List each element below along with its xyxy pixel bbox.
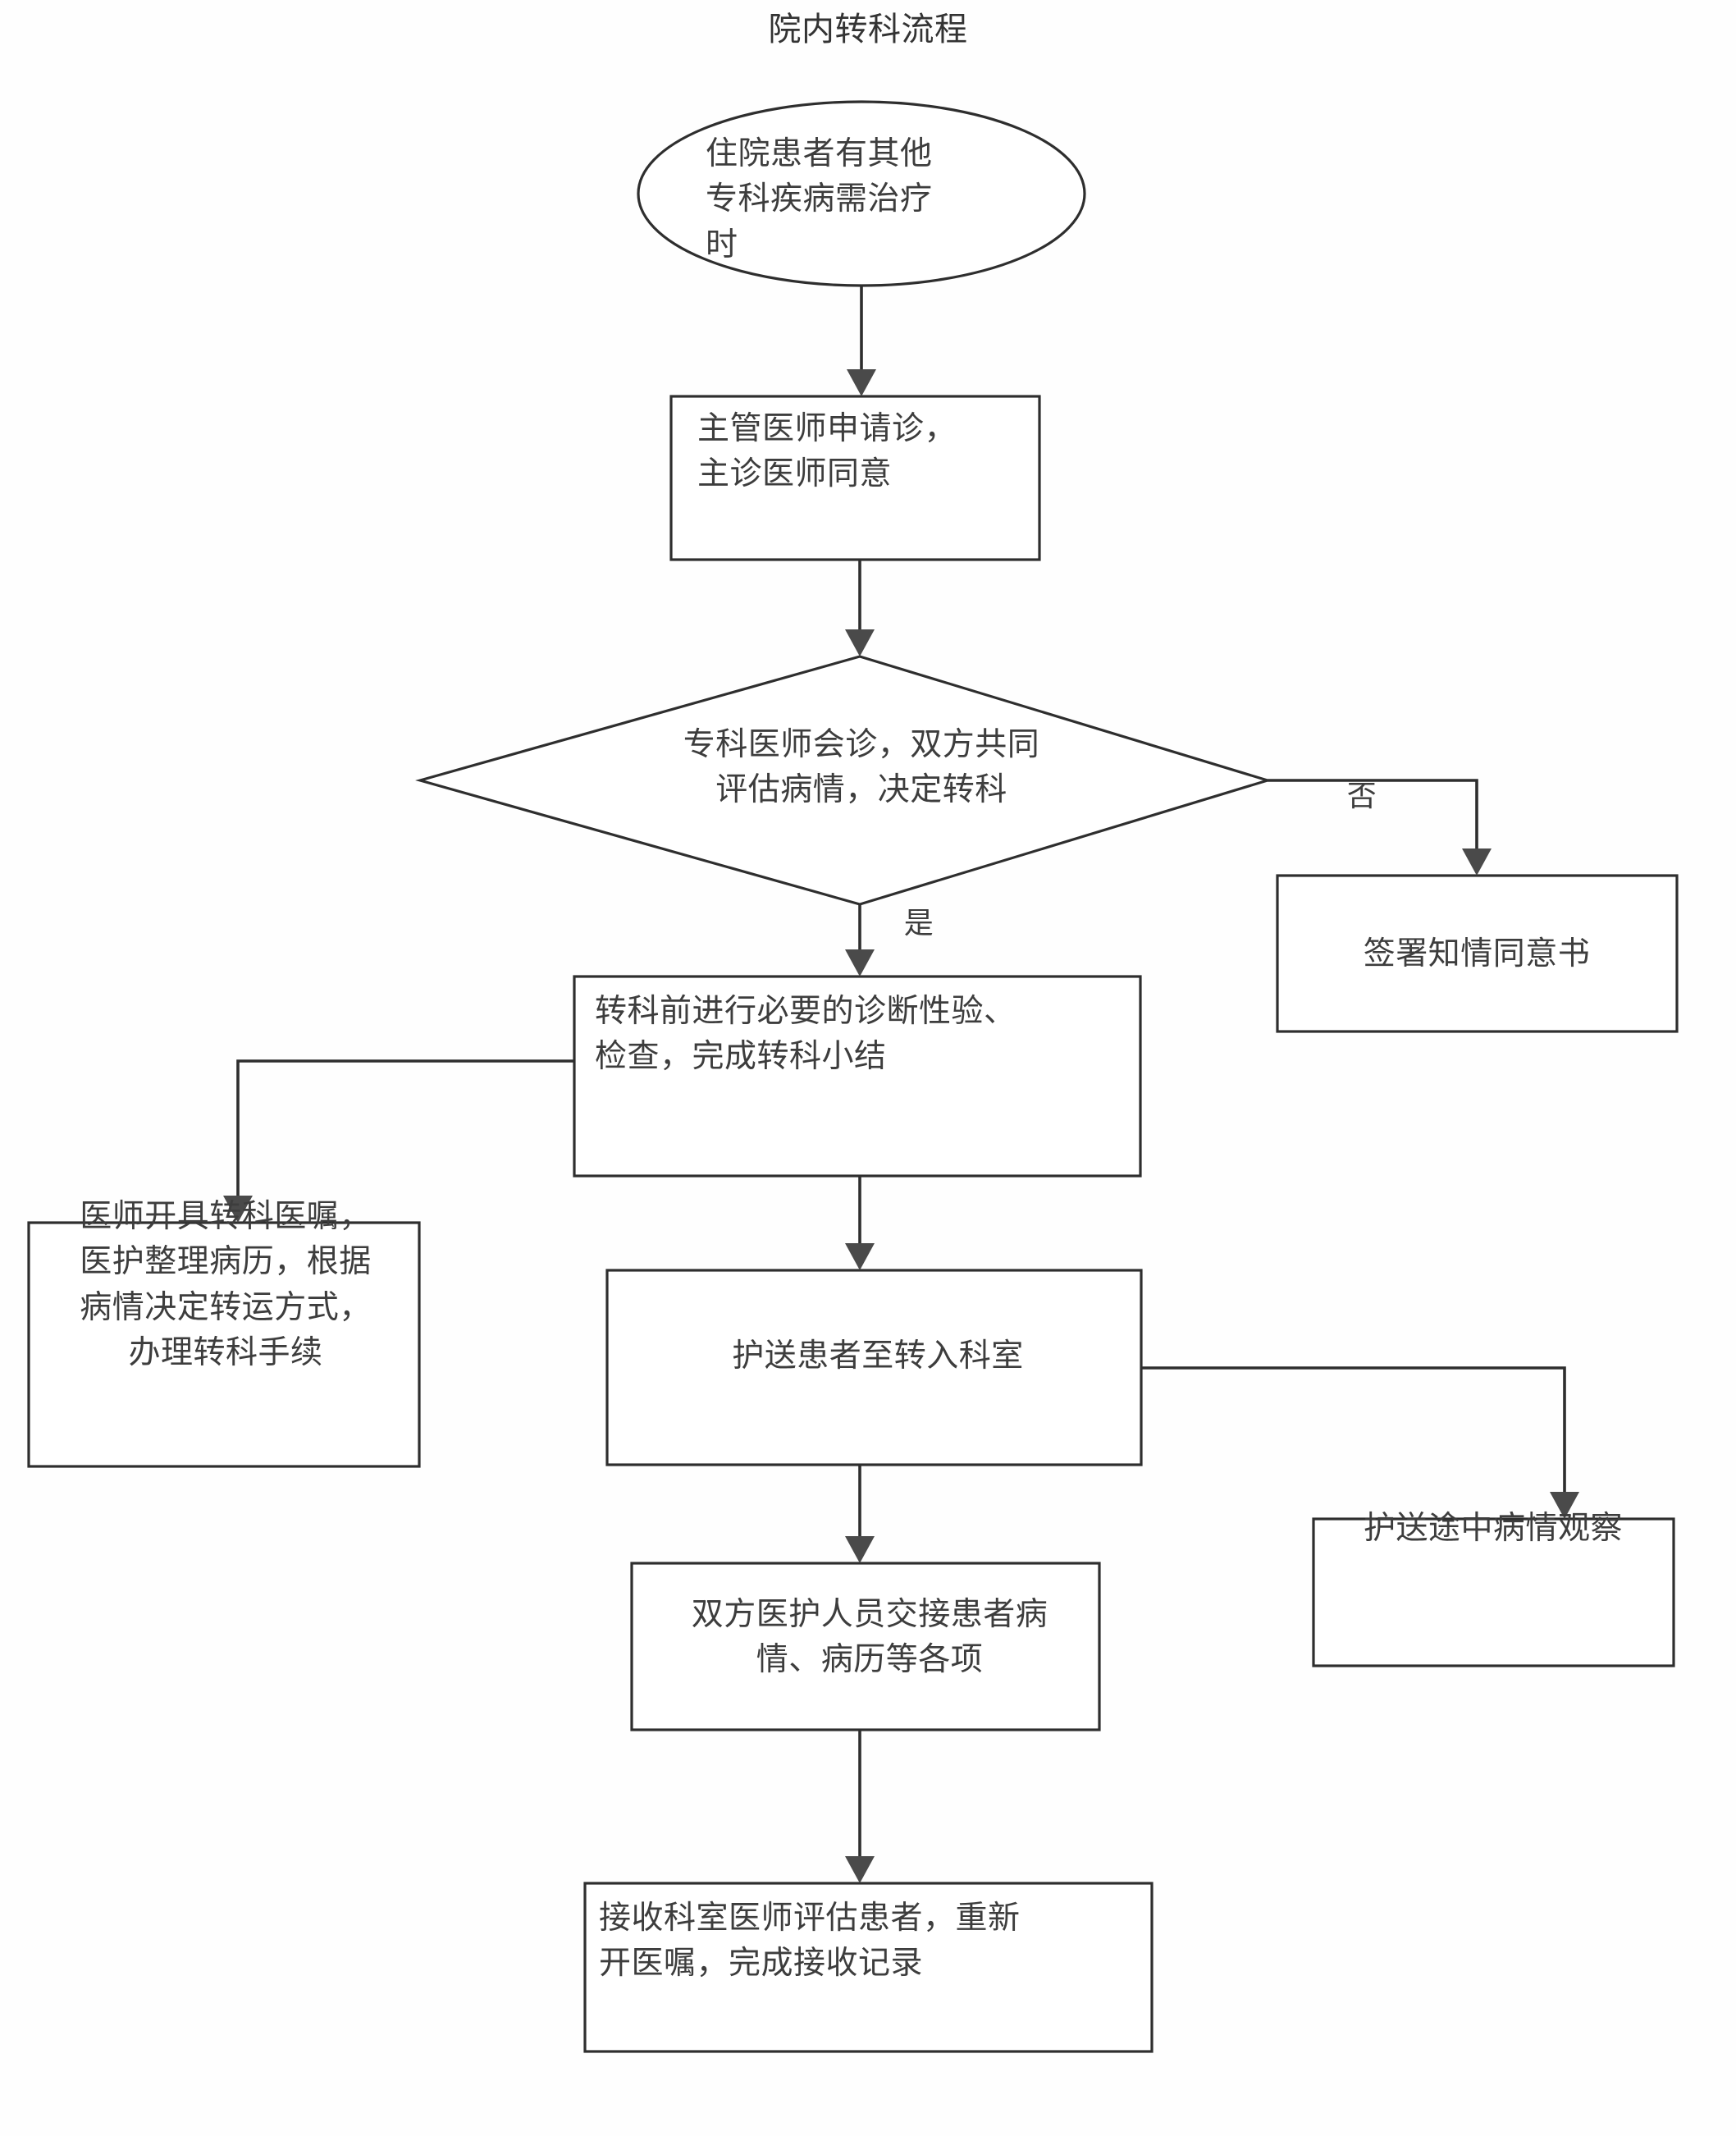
node-orders-shape[interactable]	[27, 1221, 421, 1468]
edge-handover-to-receive	[845, 1730, 875, 1883]
edge-decide-to-prep	[845, 904, 875, 977]
node-receive-shape[interactable]	[583, 1882, 1154, 2053]
node-start-shape[interactable]	[637, 100, 1086, 287]
node-decide-shape[interactable]	[415, 655, 1272, 906]
node-consent-shape[interactable]	[1276, 874, 1679, 1033]
edge-prep-to-escort	[845, 1176, 875, 1270]
edge-escort-to-observe	[1141, 1366, 1579, 1519]
edge-escort-to-handover	[845, 1465, 875, 1563]
node-observe-shape[interactable]	[1312, 1517, 1675, 1667]
node-escort-shape[interactable]	[605, 1269, 1143, 1466]
edge-decide-to-consent	[1268, 779, 1492, 876]
edge-apply-to-decide	[845, 560, 875, 656]
node-prep-shape[interactable]	[573, 975, 1142, 1178]
edge-prep-to-orders	[223, 1059, 574, 1223]
node-apply-shape[interactable]	[669, 395, 1041, 561]
node-handover-shape[interactable]	[630, 1562, 1101, 1731]
edge-start-to-apply	[847, 286, 876, 396]
